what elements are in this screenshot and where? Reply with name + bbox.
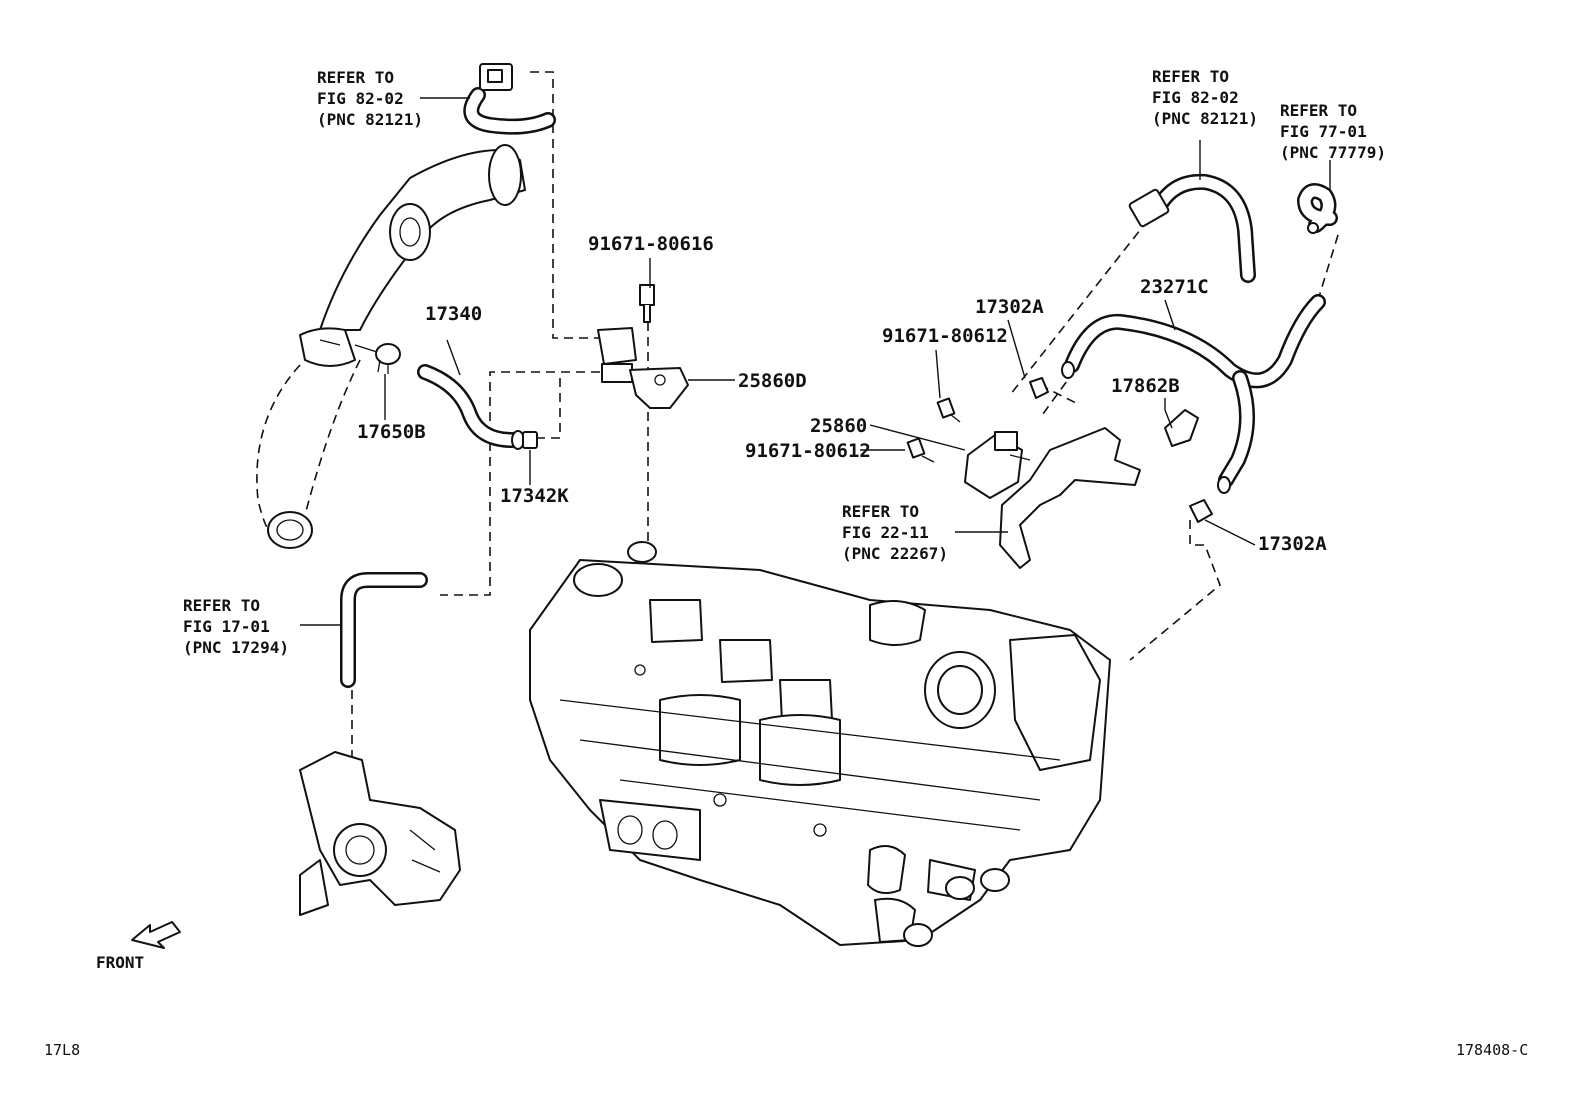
svg-text:FIG 77-01: FIG 77-01 bbox=[1280, 122, 1367, 141]
label-17302A-bottom: 17302A bbox=[1258, 533, 1327, 555]
refer-note-2: REFER TO FIG 82-02 (PNC 82121) bbox=[1152, 67, 1258, 128]
label-17302A-top: 17302A bbox=[975, 296, 1044, 318]
refer-note-4: REFER TO FIG 22-11 (PNC 22267) bbox=[842, 502, 948, 563]
leader-lines bbox=[300, 97, 1331, 626]
bracket-22267 bbox=[999, 427, 1141, 569]
svg-text:(PNC 17294): (PNC 17294) bbox=[183, 638, 289, 657]
egr-valve bbox=[299, 751, 461, 916]
engine-block bbox=[529, 541, 1111, 947]
assembly-guides bbox=[351, 71, 1339, 762]
svg-text:FIG 22-11: FIG 22-11 bbox=[842, 523, 929, 542]
svg-text:REFER TO: REFER TO bbox=[1280, 101, 1357, 120]
hose-17340 bbox=[417, 364, 538, 450]
check-valve-17302A-bottom bbox=[1189, 499, 1213, 523]
vsv-25860D bbox=[597, 284, 689, 409]
label-91671-80612-top: 91671-80612 bbox=[882, 325, 1008, 347]
svg-text:FIG 17-01: FIG 17-01 bbox=[183, 617, 270, 636]
svg-text:(PNC 77779): (PNC 77779) bbox=[1280, 143, 1386, 162]
label-23271C: 23271C bbox=[1140, 276, 1209, 298]
hose-23271C bbox=[1061, 294, 1326, 494]
refer-note-3: REFER TO FIG 77-01 (PNC 77779) bbox=[1280, 101, 1386, 162]
refer-note-1: REFER TO FIG 82-02 (PNC 82121) bbox=[317, 68, 423, 129]
front-label: FRONT bbox=[96, 953, 144, 972]
hose-17294 bbox=[340, 572, 428, 688]
check-valve-17302A-top bbox=[1029, 377, 1049, 399]
svg-text:(PNC 82121): (PNC 82121) bbox=[1152, 109, 1258, 128]
connector-hose-left bbox=[463, 63, 556, 135]
label-91671-80612-bottom: 91671-80612 bbox=[745, 440, 871, 462]
svg-text:FIG 82-02: FIG 82-02 bbox=[317, 89, 404, 108]
svg-text:(PNC 22267): (PNC 22267) bbox=[842, 544, 948, 563]
label-17342K: 17342K bbox=[500, 485, 569, 507]
svg-text:REFER TO: REFER TO bbox=[842, 502, 919, 521]
clamp-17650B bbox=[354, 343, 401, 374]
label-25860: 25860 bbox=[810, 415, 867, 437]
label-17650B: 17650B bbox=[357, 421, 426, 443]
part-number-labels: 91671-80616 17340 25860D 17650B 17342K 1… bbox=[357, 233, 1327, 555]
svg-text:REFER TO: REFER TO bbox=[183, 596, 260, 615]
svg-text:(PNC 82121): (PNC 82121) bbox=[317, 110, 423, 129]
svg-text:REFER TO: REFER TO bbox=[1152, 67, 1229, 86]
air-intake-duct bbox=[256, 144, 526, 549]
vsv-25860 bbox=[906, 397, 1031, 499]
corner-code-left: 17L8 bbox=[44, 1041, 80, 1059]
svg-text:REFER TO: REFER TO bbox=[317, 68, 394, 87]
front-arrow-icon bbox=[131, 921, 181, 949]
label-25860D: 25860D bbox=[738, 370, 807, 392]
label-17862B: 17862B bbox=[1111, 375, 1180, 397]
label-17340: 17340 bbox=[425, 303, 482, 325]
svg-text:FIG 82-02: FIG 82-02 bbox=[1152, 88, 1239, 107]
clip-17862B bbox=[1164, 409, 1199, 447]
hose-77779 bbox=[1297, 183, 1338, 234]
figure-code: 178408-C bbox=[1456, 1041, 1528, 1059]
label-91671-80616: 91671-80616 bbox=[588, 233, 714, 255]
refer-note-5: REFER TO FIG 17-01 (PNC 17294) bbox=[183, 596, 289, 657]
connector-hose-right bbox=[1128, 173, 1256, 283]
